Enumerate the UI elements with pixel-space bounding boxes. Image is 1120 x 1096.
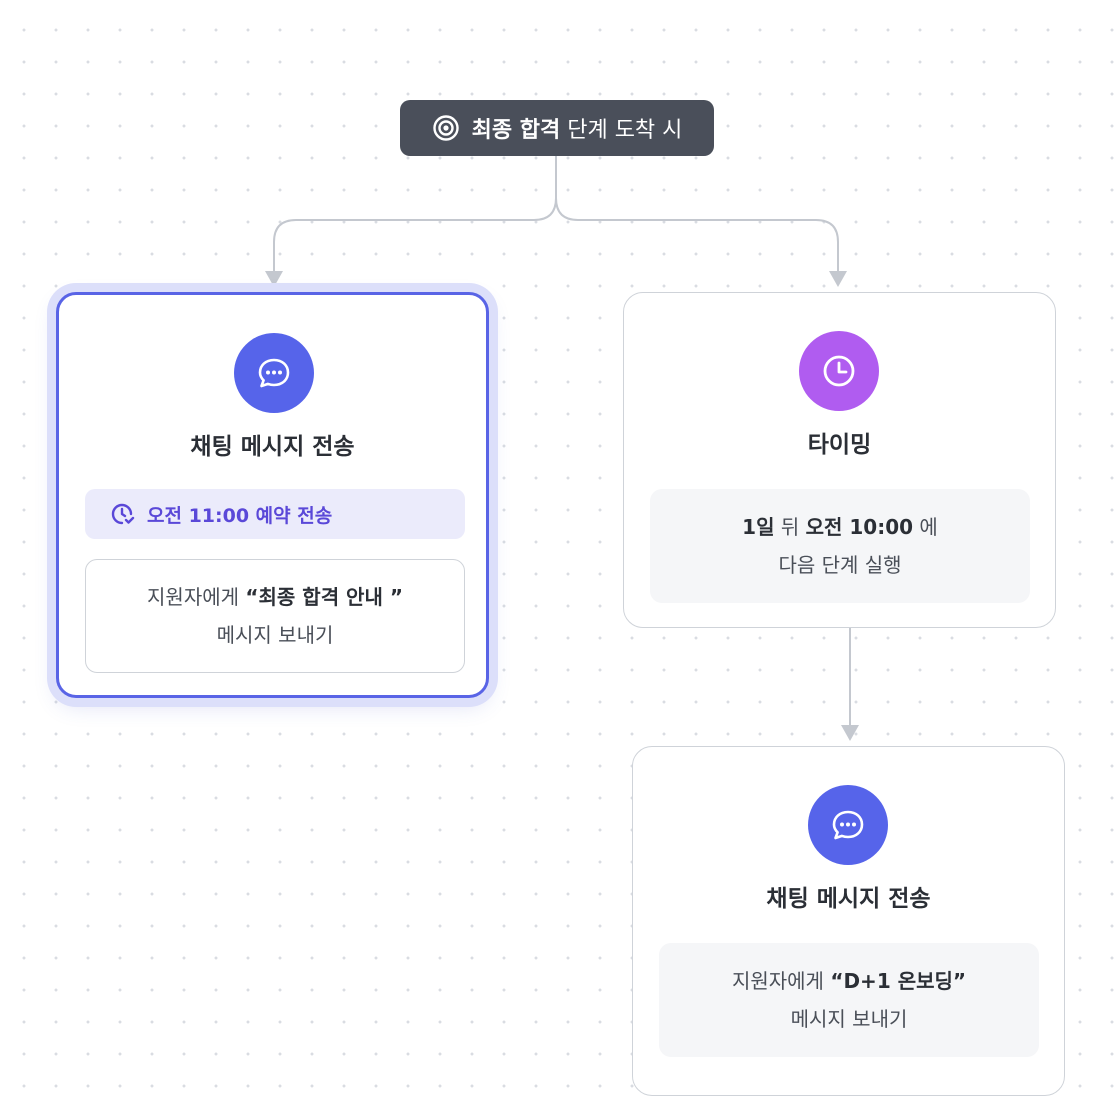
trigger-suffix: 단계 도착 시	[567, 118, 683, 143]
description-prefix: 지원자에게	[731, 969, 824, 993]
timing-particle: 에	[919, 515, 938, 539]
timing-description: 1일 뒤 오전 10:00 에 다음 단계 실행	[650, 489, 1030, 603]
node-chat-message-2[interactable]: 채팅 메시지 전송 지원자에게 “D+1 온보딩” 메시지 보내기	[632, 746, 1065, 1096]
timing-days: 1일	[742, 515, 775, 539]
description-line-1: 지원자에게 “최종 합격 안내 ”	[147, 578, 403, 616]
timing-line-1: 1일 뒤 오전 10:00 에	[742, 508, 938, 546]
chat-bubble-icon	[234, 333, 314, 413]
connector-trigger-to-chat-1	[273, 156, 557, 272]
node-title: 채팅 메시지 전송	[190, 434, 355, 460]
clock-schedule-icon	[109, 501, 135, 527]
description-suffix: 메시지 보내기	[216, 623, 334, 647]
node-title: 타이밍	[807, 432, 872, 458]
connector-trigger-to-timing	[555, 156, 839, 272]
trigger-stage-name: 최종 합격	[471, 118, 561, 143]
description-prefix: 지원자에게	[147, 585, 240, 609]
timing-after: 뒤	[780, 515, 800, 539]
message-name: “최종 합격 안내 ”	[245, 585, 403, 609]
description-line-1: 지원자에게 “D+1 온보딩”	[732, 962, 966, 1000]
node-timing[interactable]: 타이밍 1일 뒤 오전 10:00 에 다음 단계 실행	[623, 292, 1056, 628]
message-description: 지원자에게 “최종 합격 안내 ” 메시지 보내기	[85, 559, 465, 673]
message-name: “D+1 온보딩”	[830, 969, 967, 993]
node-chat-message-1[interactable]: 채팅 메시지 전송 오전 11:00 예약 전송 지원자에게 “최종 합격 안내…	[56, 292, 489, 698]
schedule-badge-text: 오전 11:00 예약 전송	[147, 504, 333, 527]
description-suffix: 메시지 보내기	[790, 1007, 908, 1031]
target-icon	[432, 114, 460, 142]
arrowhead-chat-2	[841, 725, 859, 741]
clock-icon	[799, 331, 879, 411]
timing-line-2: 다음 단계 실행	[778, 553, 902, 577]
schedule-badge[interactable]: 오전 11:00 예약 전송	[85, 489, 465, 539]
message-description: 지원자에게 “D+1 온보딩” 메시지 보내기	[659, 943, 1039, 1057]
timing-time: 오전 10:00	[805, 515, 914, 539]
arrowhead-chat-1	[265, 271, 283, 287]
chat-bubble-icon	[808, 785, 888, 865]
trigger-node[interactable]: 최종 합격 단계 도착 시	[400, 100, 714, 156]
arrowhead-timing	[829, 271, 847, 287]
node-title: 채팅 메시지 전송	[766, 886, 931, 912]
